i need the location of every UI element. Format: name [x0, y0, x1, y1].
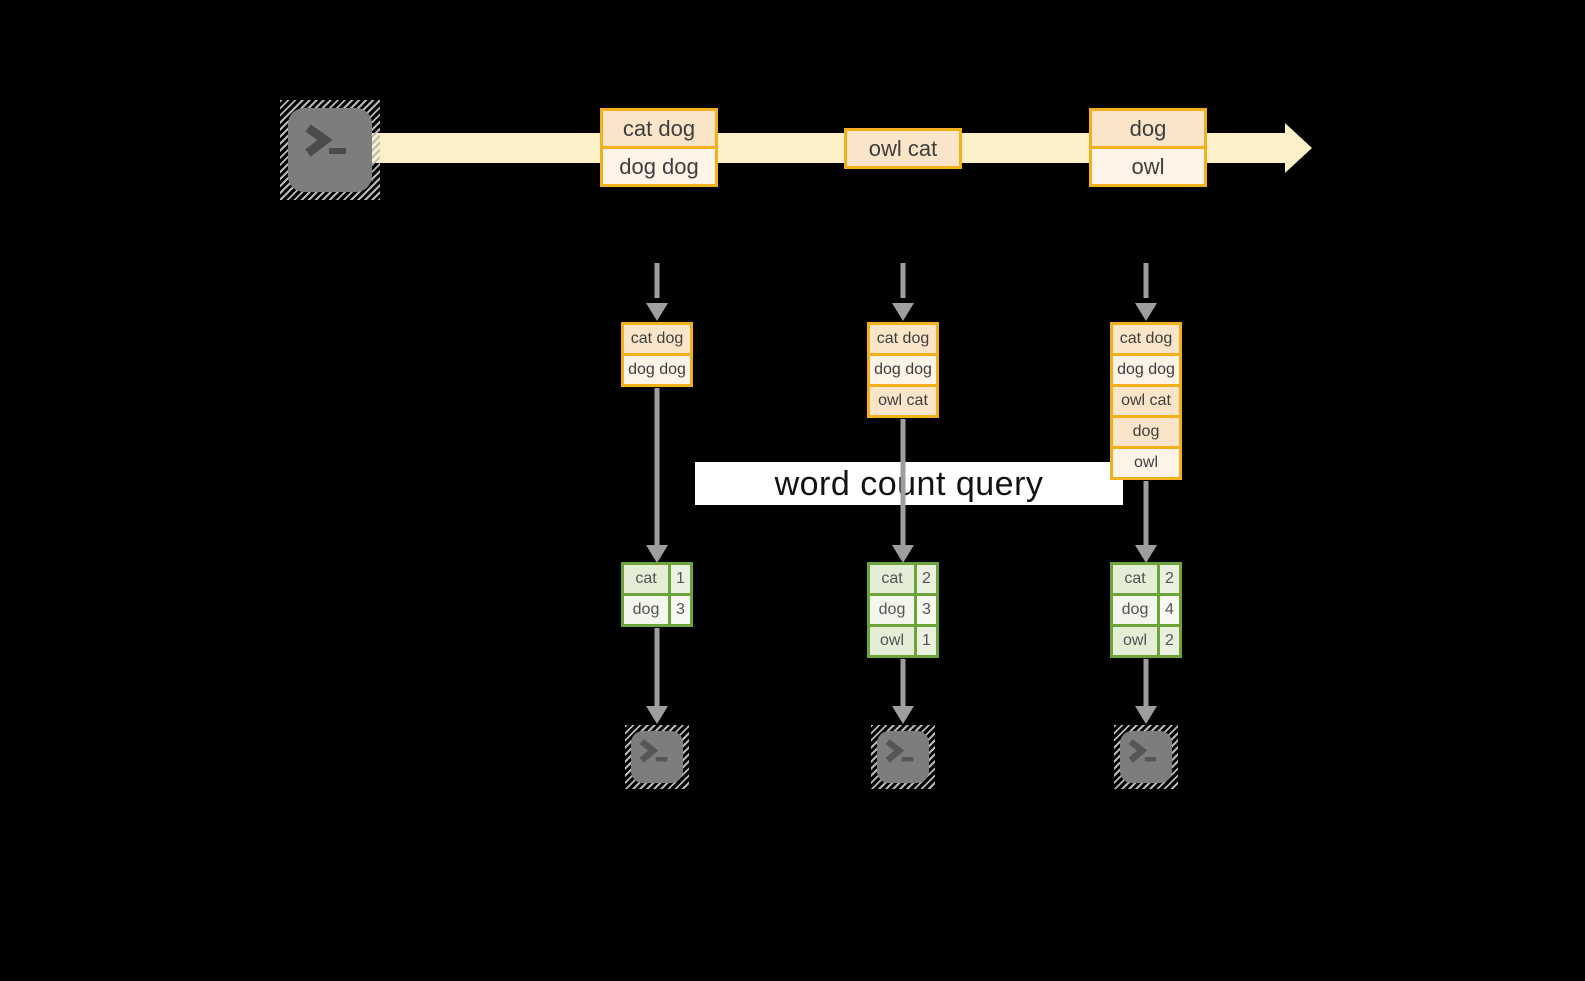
ingest-arrowhead-1 — [646, 303, 668, 321]
stream-event-3: dog owl — [1089, 108, 1207, 187]
sink-arrowhead-1 — [646, 706, 668, 724]
state-row: dog dog — [870, 353, 936, 384]
terminal-prompt-icon — [1128, 739, 1157, 763]
table-row: owl 2 — [1113, 624, 1179, 655]
terminal-prompt-icon — [885, 739, 914, 763]
word-cell: owl — [1113, 627, 1157, 655]
stream-arrowhead-icon — [1285, 123, 1312, 173]
ingest-arrowhead-3 — [1135, 303, 1157, 321]
query-arrowhead-3 — [1135, 545, 1157, 563]
state-row: dog — [1113, 415, 1179, 446]
sink-terminal-icon-3 — [1114, 725, 1178, 789]
table-row: cat 2 — [1113, 565, 1179, 593]
sink-arrowhead-3 — [1135, 706, 1157, 724]
event-row: dog — [1092, 111, 1204, 146]
word-cell: owl — [870, 627, 914, 655]
sink-terminal-icon-2 — [871, 725, 935, 789]
sink-arrowhead-2 — [892, 706, 914, 724]
state-row: cat dog — [870, 325, 936, 353]
state-row: owl — [1113, 446, 1179, 477]
event-row: cat dog — [603, 111, 715, 146]
table-row: dog 3 — [624, 593, 690, 624]
count-table-1: cat 1 dog 3 — [621, 562, 693, 627]
state-row: owl cat — [1113, 384, 1179, 415]
table-row: cat 2 — [870, 565, 936, 593]
terminal-prompt-icon — [305, 124, 346, 157]
count-cell: 1 — [668, 565, 690, 593]
count-table-3: cat 2 dog 4 owl 2 — [1110, 562, 1182, 658]
state-stack-2: cat dog dog dog owl cat — [867, 322, 939, 418]
word-cell: cat — [624, 565, 668, 593]
state-row: dog dog — [1113, 353, 1179, 384]
count-cell: 1 — [914, 627, 936, 655]
count-cell: 3 — [668, 596, 690, 624]
state-row: cat dog — [624, 325, 690, 353]
count-cell: 2 — [1157, 627, 1179, 655]
word-cell: dog — [870, 596, 914, 624]
count-cell: 2 — [914, 565, 936, 593]
state-row: dog dog — [624, 353, 690, 384]
table-row: owl 1 — [870, 624, 936, 655]
count-cell: 4 — [1157, 596, 1179, 624]
event-row: owl cat — [847, 131, 959, 166]
source-terminal-icon — [280, 100, 380, 200]
event-row: dog dog — [603, 146, 715, 184]
stream-event-1: cat dog dog dog — [600, 108, 718, 187]
table-row: cat 1 — [624, 565, 690, 593]
state-stack-1: cat dog dog dog — [621, 322, 693, 387]
word-cell: dog — [1113, 596, 1157, 624]
table-row: dog 4 — [1113, 593, 1179, 624]
terminal-prompt-icon — [639, 739, 668, 763]
state-row: owl cat — [870, 384, 936, 415]
count-cell: 3 — [914, 596, 936, 624]
stream-event-2: owl cat — [844, 128, 962, 169]
query-arrowhead-2 — [892, 545, 914, 563]
ingest-arrowhead-2 — [892, 303, 914, 321]
sink-terminal-icon-1 — [625, 725, 689, 789]
count-cell: 2 — [1157, 565, 1179, 593]
word-cell: dog — [624, 596, 668, 624]
state-stack-3: cat dog dog dog owl cat dog owl — [1110, 322, 1182, 480]
word-cell: cat — [1113, 565, 1157, 593]
table-row: dog 3 — [870, 593, 936, 624]
event-row: owl — [1092, 146, 1204, 184]
count-table-2: cat 2 dog 3 owl 1 — [867, 562, 939, 658]
query-label: word count query — [695, 462, 1123, 505]
query-arrowhead-1 — [646, 545, 668, 563]
state-row: cat dog — [1113, 325, 1179, 353]
word-cell: cat — [870, 565, 914, 593]
